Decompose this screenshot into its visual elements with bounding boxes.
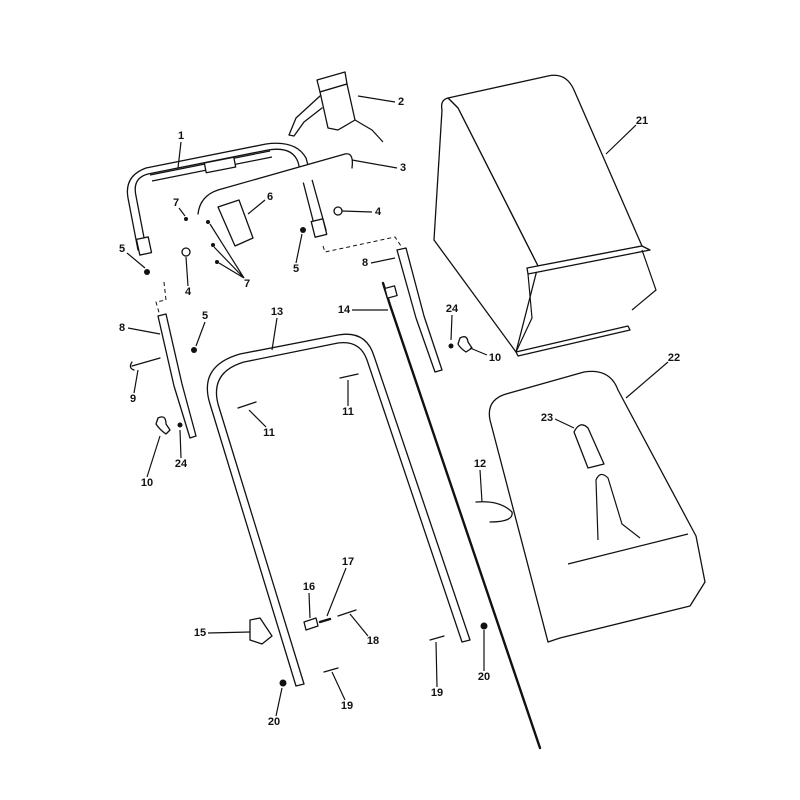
callout-13: 13 <box>270 306 284 318</box>
part-19-bolt <box>323 667 339 673</box>
callout-10: 10 <box>488 352 502 364</box>
callout-9: 9 <box>129 393 137 405</box>
callout-19: 19 <box>340 700 354 712</box>
part-6-plate <box>217 199 254 247</box>
callout-22: 22 <box>667 352 681 364</box>
part-12-clip <box>475 501 513 523</box>
part-15-guide <box>249 617 273 645</box>
part-8-right-bracket <box>396 247 443 373</box>
callout-14: 14 <box>337 304 351 316</box>
callout-6: 6 <box>266 191 274 203</box>
part-11-bolt <box>237 401 257 409</box>
callout-18: 18 <box>366 635 380 647</box>
callout-12: 12 <box>473 458 487 470</box>
callout-16: 16 <box>302 581 316 593</box>
callout-10: 10 <box>140 477 154 489</box>
callout-23: 23 <box>540 412 554 424</box>
part-19-bolt <box>429 635 445 641</box>
callout-3: 3 <box>399 162 407 174</box>
part-17-spring <box>318 617 332 624</box>
part-13-lower-handle <box>206 333 471 687</box>
part-10-knob <box>457 336 473 353</box>
callout-4: 4 <box>374 206 382 218</box>
callout-8: 8 <box>118 322 126 334</box>
callout-20: 20 <box>477 671 491 683</box>
callout-5: 5 <box>201 310 209 322</box>
part-1-upper-handle <box>126 142 328 256</box>
callout-8: 8 <box>361 257 369 269</box>
callout-1: 1 <box>177 130 185 142</box>
callout-5: 5 <box>118 243 126 255</box>
callout-15: 15 <box>193 627 207 639</box>
part-10-knob <box>155 416 171 435</box>
callout-19: 19 <box>430 687 444 699</box>
leader-lines <box>126 95 669 717</box>
callout-2: 2 <box>397 96 405 108</box>
part-8-left-bracket <box>157 313 197 439</box>
part-2-lever <box>288 71 384 143</box>
part-18-pin <box>337 609 357 617</box>
part-22-frame <box>488 370 706 643</box>
part-16-bushing <box>303 617 319 631</box>
callout-5: 5 <box>292 263 300 275</box>
part-21-grass-bag <box>433 74 657 357</box>
callout-11: 11 <box>263 427 275 439</box>
callout-7: 7 <box>243 278 251 290</box>
callout-7: 7 <box>172 197 180 209</box>
part-11-bolt <box>339 373 359 379</box>
callout-11: 11 <box>342 406 354 418</box>
callout-4: 4 <box>184 286 192 298</box>
callout-20: 20 <box>267 716 281 728</box>
callout-24: 24 <box>174 458 188 470</box>
callout-21: 21 <box>635 115 649 127</box>
fasteners <box>144 206 488 687</box>
part-9-bolt <box>129 357 161 371</box>
callout-24: 24 <box>445 303 459 315</box>
callout-17: 17 <box>341 556 355 568</box>
